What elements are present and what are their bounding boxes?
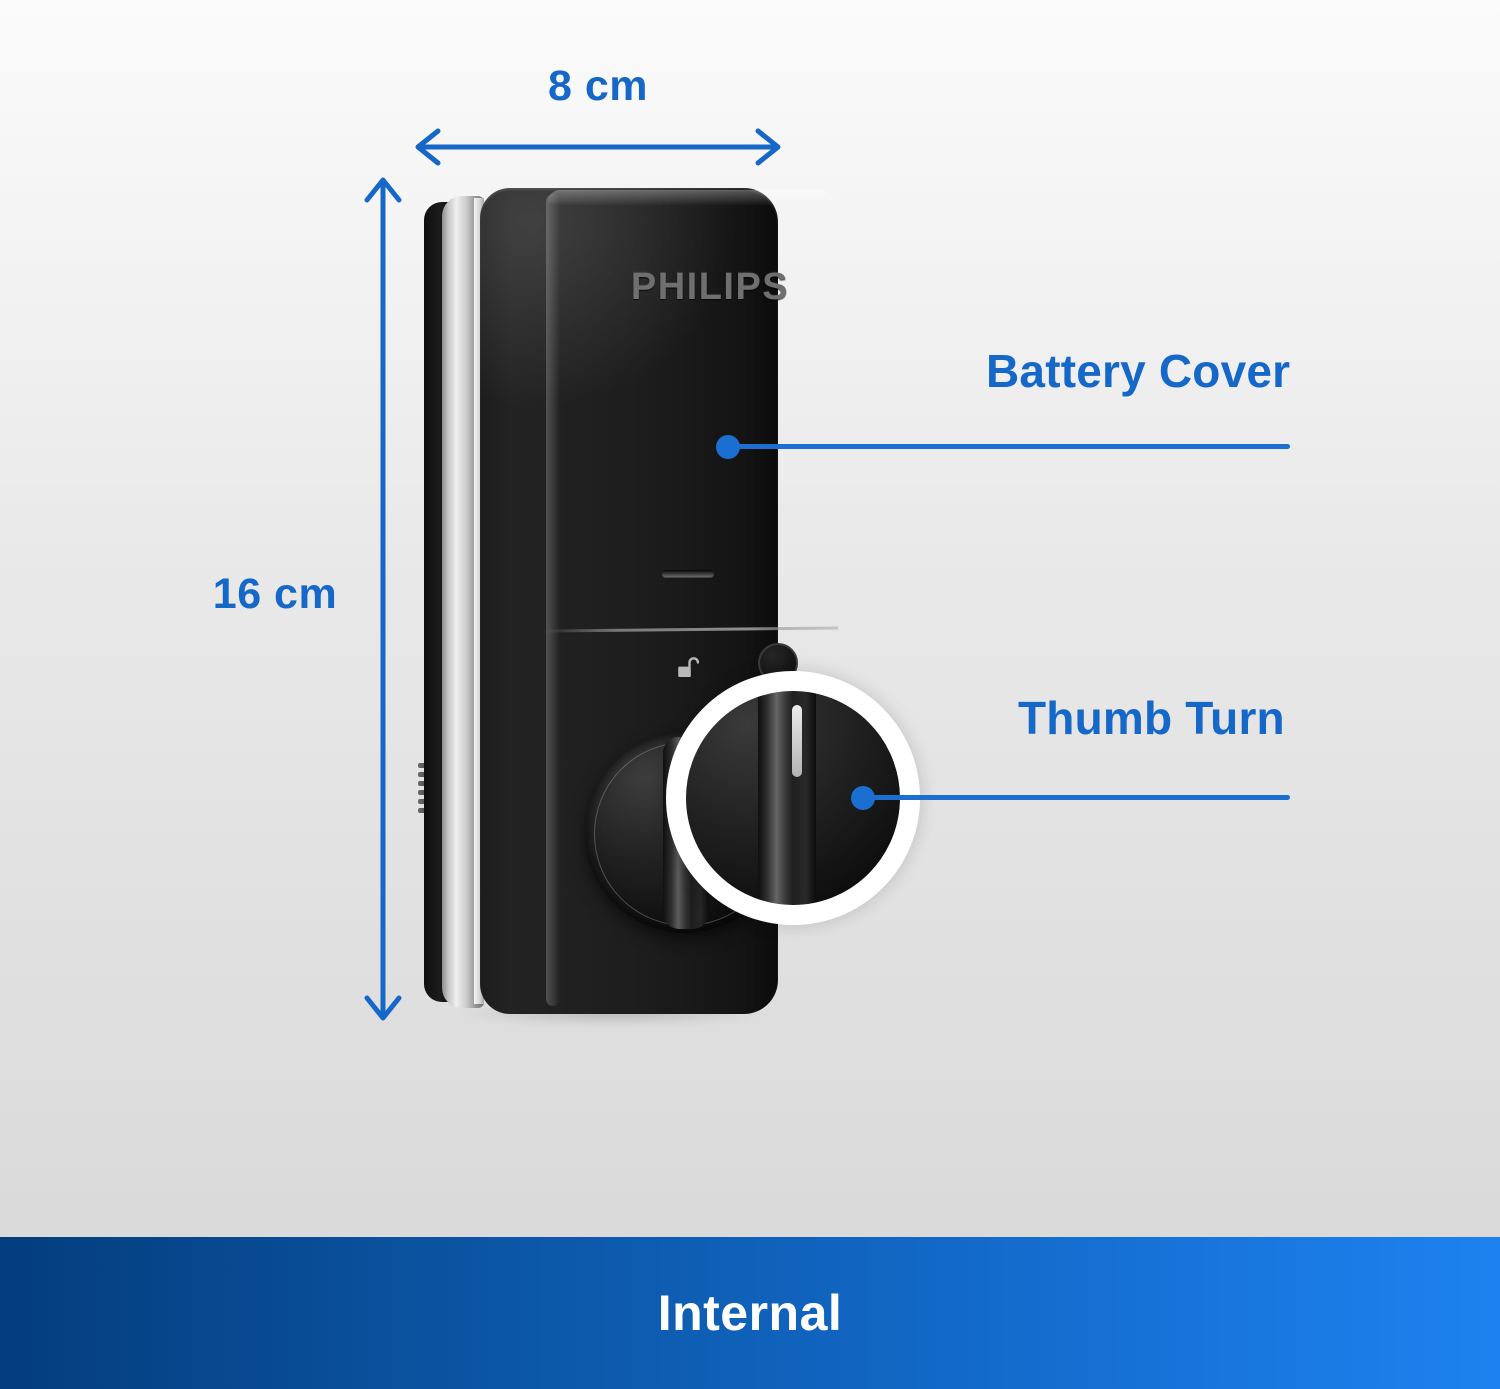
device-chrome-highlight <box>474 198 484 1004</box>
thumb-turn-magnifier <box>666 671 920 925</box>
battery-cover-seam <box>543 626 839 633</box>
philips-brand-logo: PHILIPS <box>630 266 790 308</box>
width-dimension-label: 8 cm <box>547 62 648 110</box>
unlock-icon <box>678 657 700 677</box>
height-dimension-arrow <box>364 177 402 1021</box>
width-dimension-arrow <box>415 128 781 166</box>
thumb-turn-callout-label: Thumb Turn <box>1018 692 1285 744</box>
thumb-turn-callout-line <box>868 795 1290 800</box>
face-top-bevel <box>548 190 834 206</box>
battery-cover-slot <box>662 570 714 577</box>
battery-cover-callout-line <box>733 444 1290 449</box>
footer-title: Internal <box>657 1285 843 1341</box>
face-side-sheen <box>546 194 560 1006</box>
height-dimension-label: 16 cm <box>212 570 338 618</box>
battery-cover-callout-label: Battery Cover <box>986 345 1291 397</box>
footer-banner: Internal <box>0 1237 1500 1389</box>
